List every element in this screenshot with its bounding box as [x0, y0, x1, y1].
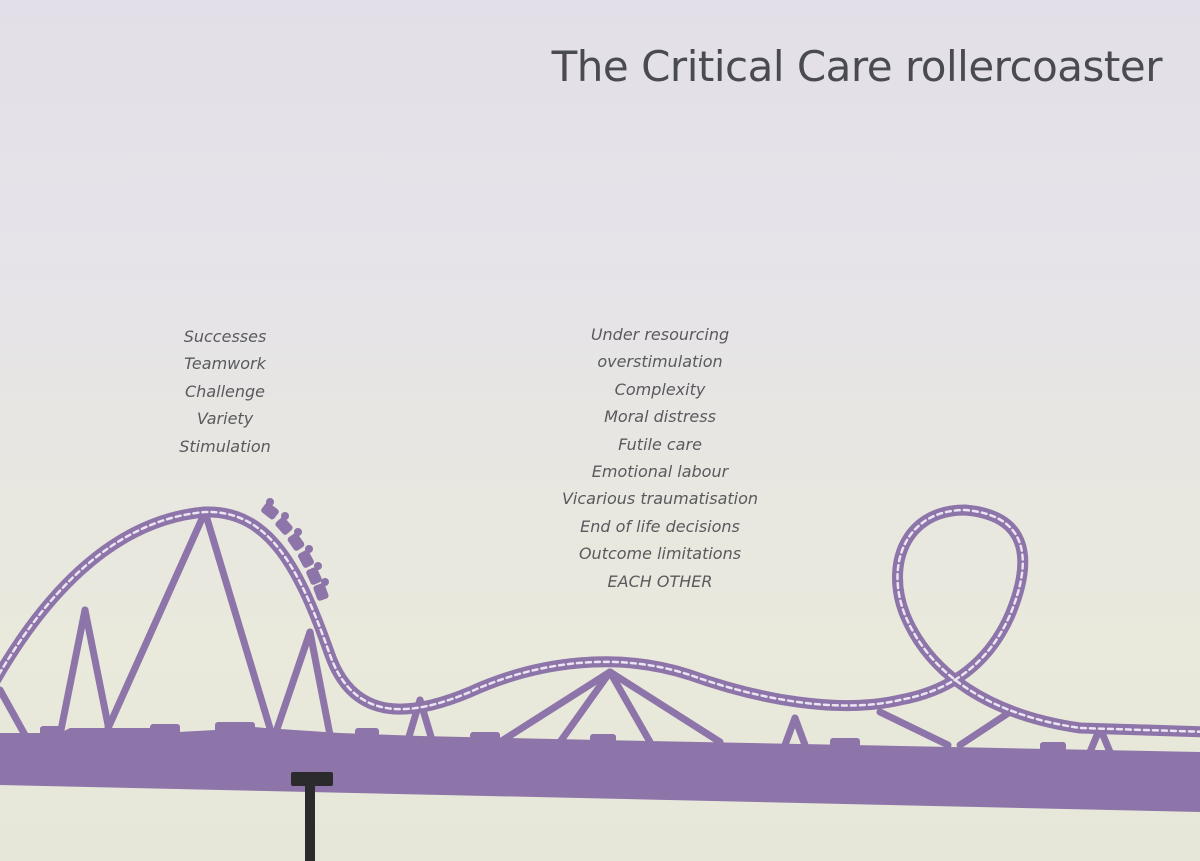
coaster-train	[261, 498, 329, 601]
coaster-track	[0, 504, 1200, 738]
challenge-item: EACH OTHER	[607, 571, 713, 591]
challenge-item: End of life decisions	[580, 516, 740, 536]
positive-item: Challenge	[185, 381, 265, 401]
challenge-item: overstimulation	[597, 352, 723, 372]
ground-bumps	[40, 722, 1066, 752]
challenge-item: Complexity	[614, 379, 706, 399]
challenge-item: Moral distress	[604, 407, 716, 427]
challenge-item: Futile care	[618, 434, 702, 454]
positive-item: Teamwork	[184, 354, 266, 374]
projector-stand	[291, 772, 333, 861]
challenge-item: Outcome limitations	[578, 544, 742, 564]
challenges-list: Under resourcing overstimulation Complex…	[520, 321, 800, 595]
positive-item: Variety	[196, 409, 254, 429]
ground-band	[0, 725, 1200, 812]
positive-item: Successes	[183, 327, 267, 346]
challenge-item: Vicarious traumatisation	[561, 489, 759, 509]
positive-item: Stimulation	[179, 436, 271, 456]
slide-title: The Critical Care rollercoaster	[551, 42, 1163, 91]
challenge-item: Emotional labour	[591, 462, 729, 482]
challenge-item: Under resourcing	[590, 325, 730, 344]
coaster-supports	[0, 508, 1114, 756]
positives-list: Successes Teamwork Challenge Variety Sti…	[150, 323, 300, 460]
